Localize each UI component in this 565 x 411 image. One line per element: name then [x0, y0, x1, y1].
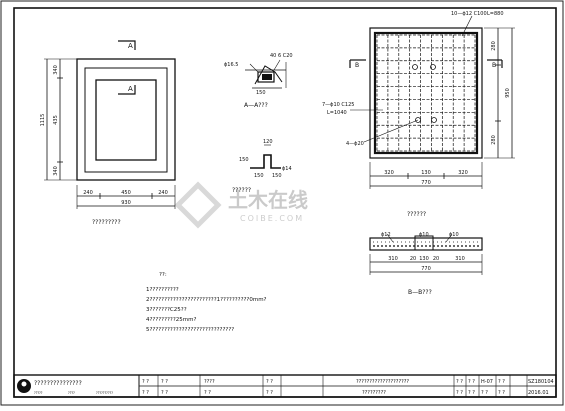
plan-dim-total-v: 1115: [40, 114, 46, 127]
title-cell: ? ?: [266, 379, 273, 385]
title-small-label: ??????????: [96, 391, 113, 395]
section-b-callout: ϕ12: [381, 232, 391, 238]
bar-bend-detail: 120 150 150 150 ϕ14 ??????: [232, 139, 292, 194]
plan-view: A A 340 435 340 1115 240 450 240 930 ???…: [40, 40, 176, 226]
plan-section-mark: A: [128, 42, 133, 50]
note-line: 5?????????????????????????????: [146, 327, 234, 333]
title-small-label: ????: [68, 391, 75, 395]
note-line: 4?????????25mm?: [146, 317, 196, 323]
section-b-callout: ϕ10: [449, 232, 459, 238]
title-cell: ? ?: [498, 379, 505, 385]
rebar-top-label: 10—ϕ12 C100: [451, 11, 487, 17]
title-cell: ? ?: [266, 390, 273, 396]
note-line: 2???????????????????????1??????????0mm?: [146, 297, 267, 303]
rebar-dim-h: 130: [421, 170, 431, 176]
rebar-dim-h: 320: [384, 170, 394, 176]
section-mark-b: B: [492, 62, 496, 69]
watermark: 土木在线 COIBE.COM: [174, 181, 308, 229]
rebar-corner-label: 4—ϕ20: [346, 141, 364, 147]
section-b-callout: ϕ10: [419, 232, 429, 238]
section-a-callout: ϕ16.5: [224, 62, 238, 68]
bar-bend-dim: 150: [272, 173, 282, 179]
section-b-dim: 310: [455, 256, 465, 262]
notes-block: ??: 1?????????? 2???????????????????????…: [146, 272, 267, 333]
title-cell: ????????????????????: [356, 379, 409, 385]
bar-bend-caption: ??????: [232, 187, 251, 194]
rebar-dim-v: 280: [491, 135, 497, 145]
section-b-dim: 130: [419, 256, 429, 262]
watermark-name: 土木在线: [228, 188, 308, 212]
bar-bend-dim: 120: [263, 139, 273, 145]
title-cell: ? ?: [481, 390, 488, 396]
plan-section-mark: A: [128, 85, 133, 93]
bar-bend-tag: ϕ14: [282, 166, 292, 172]
rebar-dim-total-h: 770: [421, 180, 431, 186]
rebar-dim-h: 320: [458, 170, 468, 176]
plan-dim-v: 340: [53, 166, 59, 176]
bar-bend-dim: 150: [254, 173, 264, 179]
section-b-caption: B—B???: [408, 289, 432, 296]
plan-dim-h: 240: [158, 190, 168, 196]
title-cell: ? ?: [468, 379, 475, 385]
plan-dim-v: 340: [53, 65, 59, 75]
bar-bend-dim: 150: [239, 157, 249, 163]
title-cell: ? ?: [204, 390, 211, 396]
watermark-logo-icon: [174, 181, 222, 229]
section-b-dim-total: 770: [421, 266, 431, 272]
title-cell: ? ?: [456, 390, 463, 396]
title-cell: ? ?: [142, 379, 149, 385]
rebar-dim-v: 950: [505, 88, 511, 98]
rebar-top-length: L=880: [487, 11, 504, 17]
title-block: ??????????????? ????? ???? ?????????? ? …: [13, 374, 557, 398]
drawing-date: 2016.01: [528, 390, 549, 396]
watermark-site: COIBE.COM: [240, 214, 304, 223]
section-a-caption: A—A???: [244, 102, 268, 109]
notes-heading: ??:: [159, 272, 167, 278]
plan-dim-total-h: 930: [121, 200, 131, 206]
title-cell: ? ?: [498, 390, 505, 396]
title-cell: ? ?: [161, 379, 168, 385]
section-a-callout: 40 6 C20: [270, 53, 293, 59]
title-cell: ? ?: [142, 390, 149, 396]
title-cell: ????: [204, 379, 215, 385]
title-cell: ?????????: [362, 390, 386, 396]
section-a-callout: 150: [256, 90, 266, 96]
plan-dim-h: 450: [121, 190, 131, 196]
section-mark-b: B: [355, 62, 359, 69]
drawing-number: H-07: [481, 379, 493, 385]
title-small-label: ?????: [34, 391, 43, 395]
note-line: 1??????????: [146, 287, 179, 293]
reinforcement-plan: 10—ϕ12 C100 L=880 7—ϕ10 C125 L=1040 4—ϕ2…: [322, 11, 515, 218]
section-b-dim: 310: [388, 256, 398, 262]
title-cell: ? ?: [468, 390, 475, 396]
rebar-caption: ??????: [407, 211, 426, 218]
note-line: 3???????C25??: [146, 307, 187, 313]
project-code: SZ180104: [528, 379, 554, 385]
rebar-side-length: L=1040: [327, 110, 347, 116]
plan-dim-v: 435: [53, 115, 59, 125]
title-cell: ? ?: [456, 379, 463, 385]
section-b-dim: 20: [433, 256, 439, 262]
rebar-side-label: 7—ϕ10 C125: [322, 102, 354, 108]
section-b-dim: 20: [410, 256, 416, 262]
section-b-detail: ϕ12 ϕ10 ϕ10 310 20 130 20 310 770 B—B???: [369, 232, 483, 296]
project-title: ???????????????: [34, 380, 82, 387]
plan-dim-h: 240: [83, 190, 93, 196]
section-a-detail: 40 6 C20 ϕ16.5 150 A—A???: [224, 53, 293, 109]
plan-caption: ?????????: [92, 219, 121, 226]
rebar-dim-v: 280: [491, 41, 497, 51]
title-cell: ? ?: [161, 390, 168, 396]
